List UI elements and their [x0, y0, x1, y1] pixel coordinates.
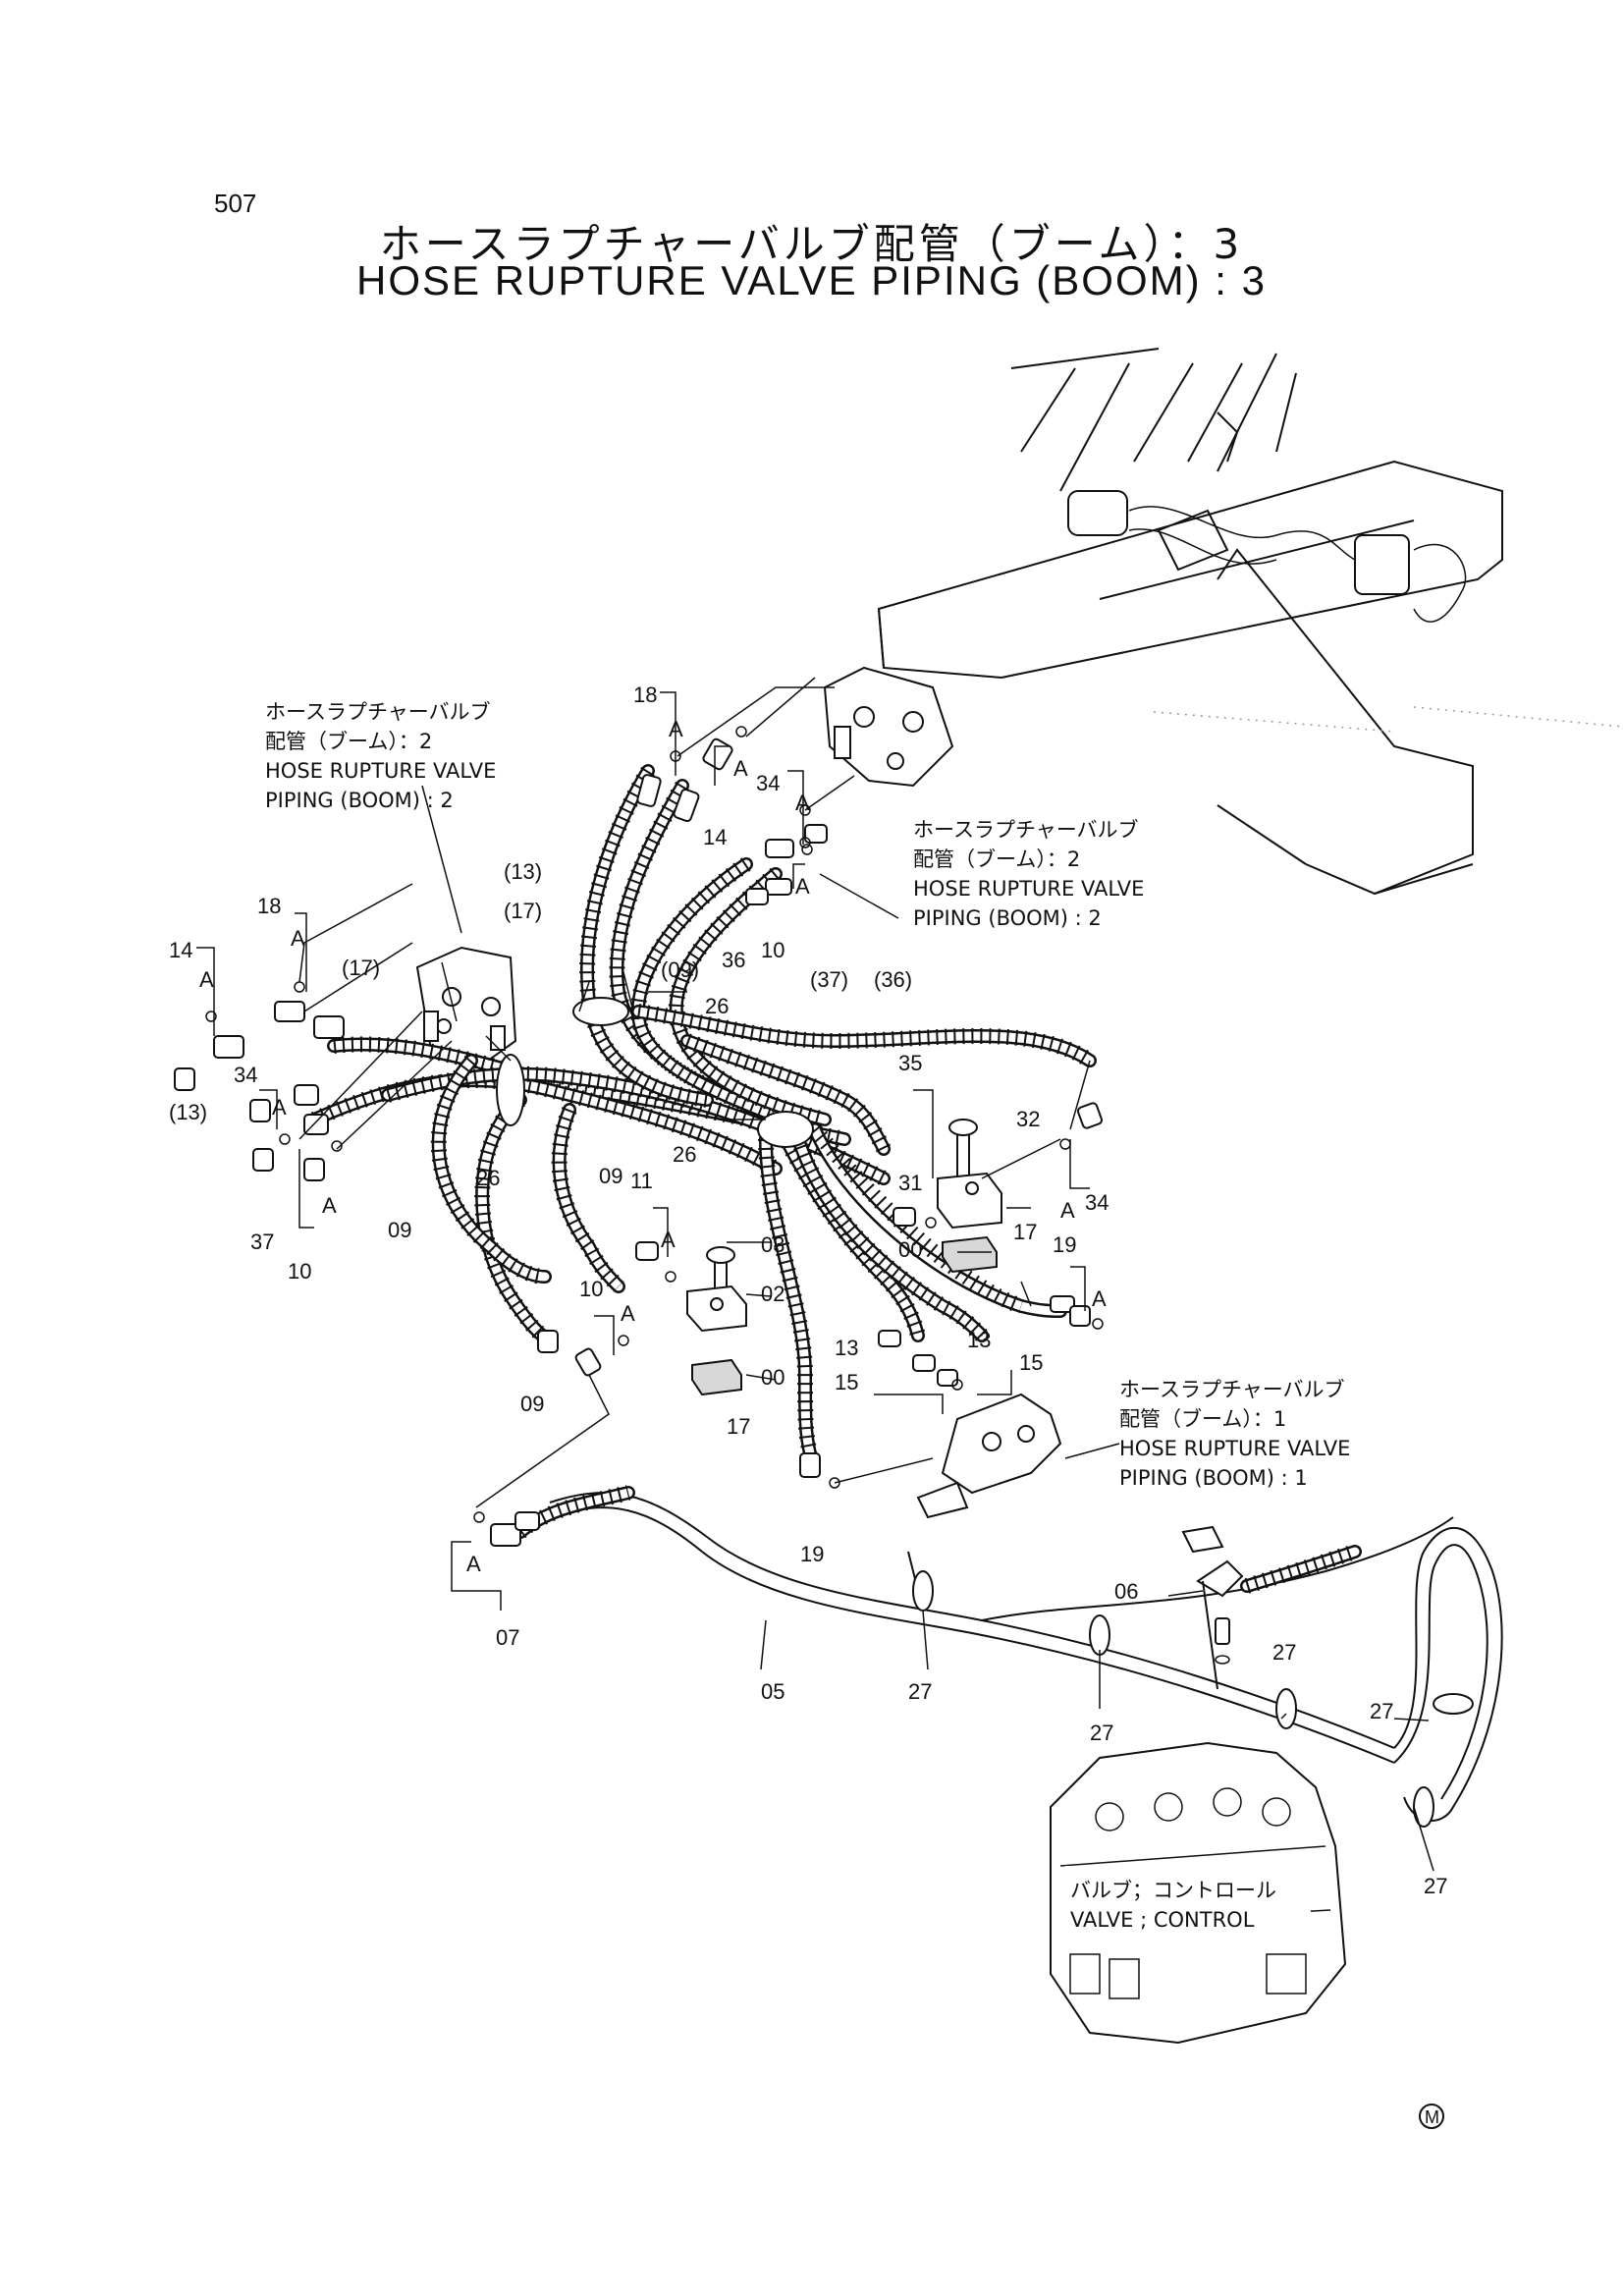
- callout-05: 05: [761, 1679, 784, 1704]
- lower-piping: [473, 1485, 1503, 1828]
- ref-label-line: 配管（ブーム）：2: [265, 730, 432, 753]
- callout-37: (37): [810, 967, 848, 992]
- callout-13: (13): [169, 1100, 207, 1124]
- callout-09: 09: [599, 1164, 622, 1188]
- ref-label-line: 配管（ブーム）：1: [1119, 1407, 1286, 1431]
- corner-mark-letter: M: [1425, 2107, 1439, 2127]
- callout-17: 17: [727, 1414, 750, 1439]
- ref-label-line: VALVE ; CONTROL: [1070, 1908, 1255, 1932]
- callout-26: 26: [476, 1166, 500, 1190]
- a-mark: A: [466, 1552, 481, 1576]
- machine-context-view: [877, 348, 1623, 896]
- a-mark: A: [272, 1095, 287, 1120]
- callout-36: 36: [722, 948, 745, 972]
- a-mark: A: [199, 967, 214, 992]
- callout-11: 11: [630, 1169, 653, 1193]
- a-mark: A: [291, 926, 305, 951]
- callout-07: 07: [496, 1625, 519, 1650]
- callout-13: 13: [967, 1328, 991, 1352]
- ref-label-line: HOSE RUPTURE VALVE: [1119, 1437, 1350, 1460]
- callout-27: 27: [1090, 1721, 1113, 1745]
- callout-18: 18: [257, 894, 281, 918]
- callout-06: 06: [1114, 1579, 1138, 1604]
- ref-label-line: HOSE RUPTURE VALVE: [265, 759, 496, 783]
- page-number: 507: [214, 189, 257, 218]
- hose-rupture-valve-left: [415, 946, 517, 1067]
- callout-00: 00: [761, 1365, 784, 1390]
- callout-14: 14: [703, 825, 727, 849]
- callout-17: (17): [342, 956, 380, 980]
- callout-09: (09): [661, 957, 699, 982]
- a-mark: A: [1060, 1198, 1075, 1223]
- ref-label-line: HOSE RUPTURE VALVE: [913, 877, 1144, 901]
- callout-09: 09: [388, 1218, 411, 1242]
- hose-rupture-valve-top: [823, 666, 954, 788]
- callout-36: (36): [874, 967, 912, 992]
- callout-34: 34: [234, 1063, 257, 1087]
- callout-09: 09: [520, 1392, 544, 1416]
- a-mark: A: [733, 756, 748, 781]
- ref-label-line: ホースラプチャーバルブ: [913, 818, 1139, 842]
- ref-label-line: 配管（ブーム）：2: [913, 847, 1080, 871]
- corner-circled-m-mark: M: [1419, 2104, 1444, 2129]
- a-mark: A: [661, 1228, 676, 1252]
- callout-34: 34: [1085, 1190, 1109, 1215]
- callout-15: 15: [1019, 1350, 1043, 1375]
- callout-32: 32: [1016, 1107, 1040, 1131]
- callout-10: 10: [288, 1259, 311, 1284]
- callout-26: 26: [673, 1142, 696, 1167]
- ref-label-line: PIPING (BOOM) : 2: [913, 906, 1102, 930]
- callout-18: 18: [633, 683, 657, 707]
- callout-13: 13: [835, 1336, 858, 1360]
- a-mark: A: [621, 1301, 635, 1326]
- callout-27: 27: [1272, 1640, 1296, 1665]
- callout-14: 14: [169, 938, 192, 962]
- ref-label-line: PIPING (BOOM) : 2: [265, 789, 454, 812]
- callout-19: 19: [800, 1542, 824, 1566]
- callout-13: (13): [504, 859, 542, 884]
- ref-boom2-left: ホースラプチャーバルブ 配管（ブーム）：2 HOSE RUPTURE VALVE…: [265, 700, 496, 812]
- a-mark: A: [795, 874, 810, 899]
- callout-17: 17: [1013, 1220, 1037, 1244]
- a-mark: A: [1092, 1286, 1107, 1311]
- hose-bundle: [307, 764, 1097, 1460]
- hose-rupture-valve-boom1: [799, 1295, 1104, 1519]
- a-bracket-marks: [196, 691, 1090, 1611]
- callout-31: 31: [898, 1171, 922, 1195]
- callout-27: 27: [1370, 1699, 1393, 1723]
- callouts: 18 34 14 (13) (17) (09) 36 10 26 18 14 (…: [169, 683, 1447, 1898]
- ref-label-line: ホースラプチャーバルブ: [265, 700, 491, 724]
- ref-boom2-right: ホースラプチャーバルブ 配管（ブーム）：2 HOSE RUPTURE VALVE…: [913, 818, 1144, 930]
- block-assembly-left: [537, 1241, 747, 1396]
- a-mark: A: [322, 1193, 337, 1218]
- page-title-english: HOSE RUPTURE VALVE PIPING (BOOM) : 3: [356, 257, 1267, 303]
- callout-17: (17): [504, 899, 542, 923]
- callout-27: 27: [1424, 1874, 1447, 1898]
- ref-label-line: ホースラプチャーバルブ: [1119, 1378, 1345, 1401]
- callout-35: 35: [898, 1051, 922, 1075]
- callout-15: 15: [835, 1370, 858, 1394]
- leader-lines: [298, 677, 1434, 1872]
- block-assembly-right: [893, 1102, 1104, 1274]
- callout-34: 34: [756, 771, 780, 795]
- fittings-left: [174, 981, 345, 1181]
- ref-boom1: ホースラプチャーバルブ 配管（ブーム）：1 HOSE RUPTURE VALVE…: [1119, 1378, 1350, 1490]
- ref-label-line: PIPING (BOOM) : 1: [1119, 1466, 1308, 1490]
- callout-03: 03: [761, 1232, 784, 1257]
- callout-02: 02: [761, 1282, 784, 1306]
- ref-label-line: バルブ；コントロール: [1070, 1879, 1276, 1902]
- callout-19: 19: [1053, 1232, 1076, 1257]
- a-mark: A: [795, 791, 810, 815]
- callout-10: 10: [579, 1277, 603, 1301]
- callout-10: 10: [761, 938, 784, 962]
- a-mark: A: [669, 717, 683, 741]
- page-title-japanese: ホースラプチャーバルブ配管（ブーム）：3: [379, 220, 1244, 268]
- callout-27: 27: [908, 1679, 932, 1704]
- callout-26: 26: [705, 994, 729, 1018]
- ref-control-valve: バルブ；コントロール VALVE ; CONTROL: [1065, 1866, 1311, 1935]
- callout-00: 00: [898, 1237, 922, 1262]
- callout-37: 37: [250, 1230, 274, 1254]
